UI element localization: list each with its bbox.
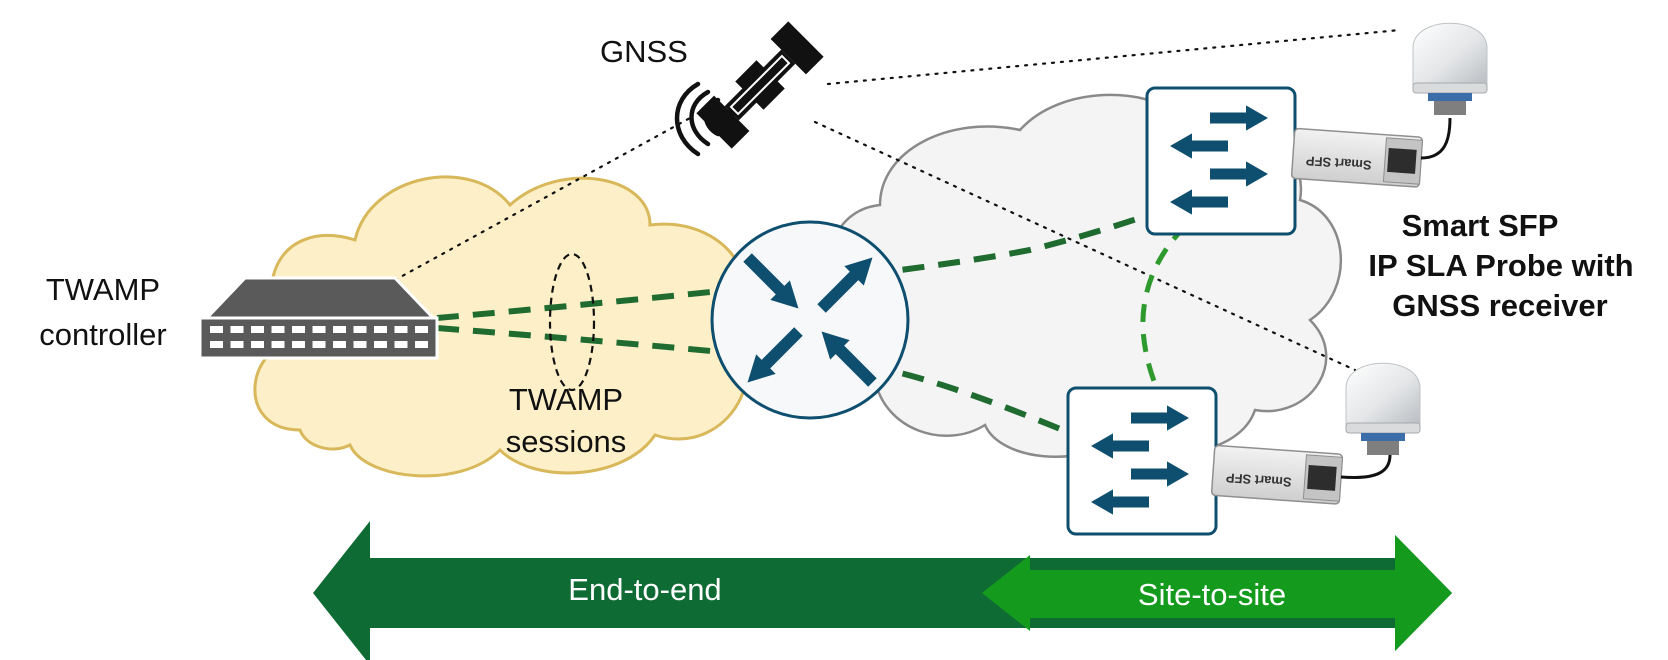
gnss-antenna-icon-bottom — [1345, 362, 1421, 455]
switch-port — [292, 341, 305, 348]
switch-port — [333, 326, 346, 333]
satellite-signal-icon — [674, 81, 734, 157]
gnss-label: GNSS — [600, 34, 688, 69]
switch-port — [333, 341, 346, 348]
controller-label-line2: controller — [39, 317, 167, 352]
switch-port — [374, 326, 387, 333]
sfp-cable-top — [1420, 117, 1452, 160]
switch-port — [292, 326, 305, 333]
site-to-site-label: Site-to-site — [1138, 577, 1286, 612]
switch-arrow-right — [1210, 105, 1268, 131]
router-arrow-in — [821, 331, 877, 387]
switch-port — [415, 341, 428, 348]
probe-label-line1: Smart SFP — [1402, 208, 1559, 243]
router-icon[interactable] — [710, 220, 910, 420]
switch-port — [312, 341, 326, 348]
satellite-icon — [696, 21, 824, 149]
switch-arrow-right — [1131, 405, 1189, 431]
switch-port — [210, 341, 223, 348]
switch-port — [251, 326, 264, 333]
router-arrow-out — [747, 327, 803, 383]
yellow-cloud — [253, 175, 749, 478]
sessions-label-line1: TWAMP — [509, 382, 623, 417]
sfp-label-bottom: Smart SFP — [1225, 470, 1292, 490]
sessions-ellipse — [548, 252, 596, 392]
sessions-label-line2: sessions — [506, 424, 627, 459]
smart-sfp-icon-bottom: Smart SFP — [1210, 444, 1344, 505]
controller-switch-icon[interactable] — [198, 276, 439, 360]
sfp-cable-bottom — [1340, 454, 1392, 480]
switch-arrow-left — [1091, 489, 1149, 515]
switch-port — [210, 326, 223, 333]
switch-port — [353, 326, 367, 333]
switch-arrow-left — [1091, 433, 1149, 459]
switch-icon-top[interactable] — [1145, 86, 1297, 236]
smart-sfp-icon-top: Smart SFP — [1290, 127, 1424, 188]
gnss-antenna-icon-top — [1412, 22, 1488, 115]
gnss-signal-lines — [393, 28, 1402, 372]
switch-port — [230, 341, 244, 348]
switch-arrow-left — [1170, 133, 1228, 159]
switch-port — [230, 326, 244, 333]
switch-arrow-left — [1170, 189, 1228, 215]
switch-arrow-right — [1210, 161, 1268, 187]
switch-icon-bottom[interactable] — [1066, 386, 1218, 536]
sfp-label-top: Smart SFP — [1305, 153, 1372, 173]
switch-port — [394, 326, 408, 333]
router-arrow-out — [817, 257, 873, 313]
switch-port — [312, 326, 326, 333]
switch-port — [394, 341, 408, 348]
switch-arrow-right — [1131, 461, 1189, 487]
controller-label-line1: TWAMP — [46, 272, 160, 307]
switch-port — [353, 341, 367, 348]
end-to-end-label: End-to-end — [568, 572, 721, 607]
switch-port — [374, 341, 387, 348]
probe-label-line3: GNSS receiver — [1392, 288, 1607, 323]
switch-port — [271, 326, 285, 333]
switch-port — [415, 326, 428, 333]
probe-label-line2: IP SLA Probe with — [1368, 248, 1633, 283]
switch-port — [271, 341, 285, 348]
end-to-end-arrow — [313, 521, 1452, 660]
switch-port — [251, 341, 264, 348]
router-arrow-in — [743, 253, 799, 309]
site-to-site-arrow — [982, 535, 1452, 651]
